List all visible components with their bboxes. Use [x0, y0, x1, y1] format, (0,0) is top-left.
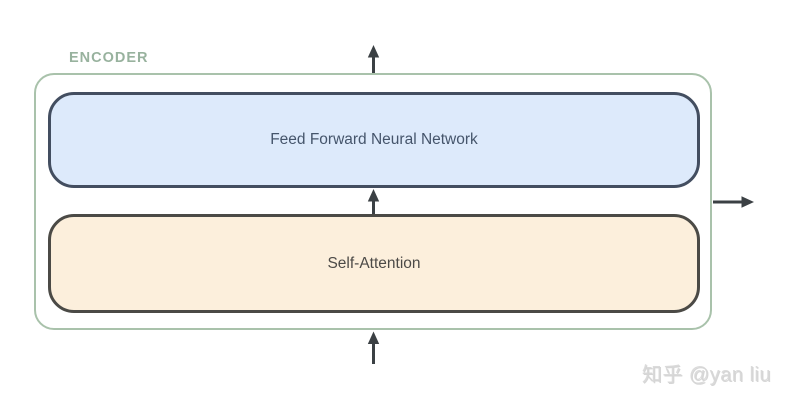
self-attention-block: Self-Attention	[48, 214, 700, 313]
feed-forward-label: Feed Forward Neural Network	[270, 131, 478, 148]
encoder-output-arrow-top-icon	[367, 45, 380, 73]
watermark: 知乎 @yan liu	[642, 365, 772, 387]
feed-forward-block: Feed Forward Neural Network	[48, 92, 700, 188]
encoder-output-arrow-right-icon	[713, 196, 754, 208]
self-attention-label: Self-Attention	[327, 254, 421, 272]
encoder-title: ENCODER	[69, 50, 149, 66]
input-arrow-bottom-icon	[367, 331, 380, 364]
